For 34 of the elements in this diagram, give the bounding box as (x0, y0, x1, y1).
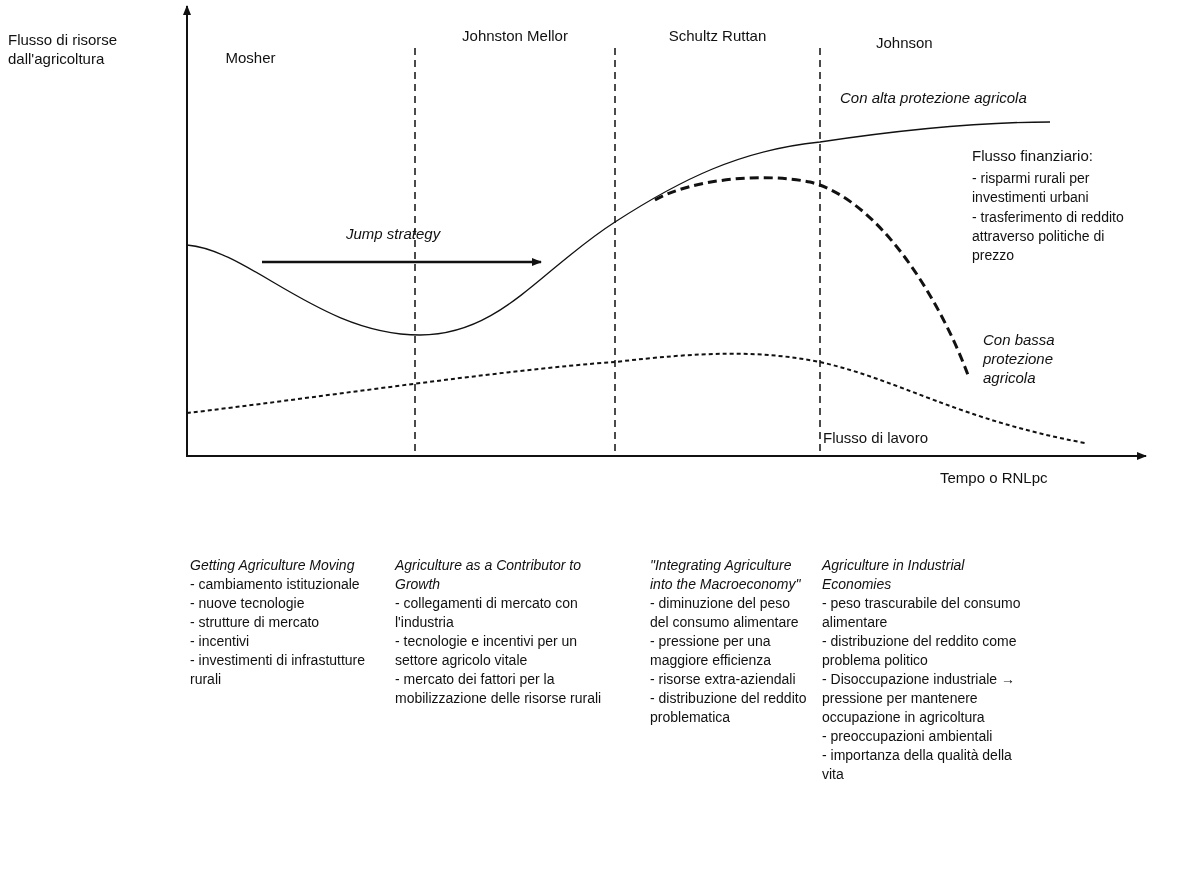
bullet-item: - pressione per una maggiore efficienza (650, 632, 773, 670)
period-label: Mosher (224, 48, 277, 67)
column-heading: Getting Agriculture Moving (190, 556, 356, 575)
period-label: Johnson (876, 33, 933, 52)
bullet-item: - incentivi (190, 632, 251, 651)
bullet-item: - distribuzione del reddito problematica (650, 689, 808, 727)
axis-label: Flusso di risorse dall'agricoltura (8, 30, 119, 68)
bullet-item: - investimenti di infrastutture rurali (190, 651, 367, 689)
note-heading: Flusso finanziario: (972, 146, 1093, 165)
curve-label: Con bassa protezione agricola (983, 330, 1056, 387)
period-label: Schultz Ruttan (667, 26, 768, 45)
bullet-item: - distribuzione del reddito come problema politico (822, 632, 1018, 670)
arrow-label: Jump strategy (346, 224, 441, 243)
bullet-item: - nuove tecnologie (190, 594, 306, 613)
bullet-item: - strutture di mercato (190, 613, 321, 632)
curve-label: Flusso di lavoro (823, 428, 929, 447)
bullet-item: - preoccupazioni ambientali (822, 727, 994, 746)
column-heading: Agriculture as a Contributor to Growth (395, 556, 582, 594)
curve-label: Con alta protezione agricola (840, 88, 1027, 107)
bullet-item: - Disoccupazione industriale → pressione per mantenere occupazione in agricoltura (822, 670, 1016, 727)
column-heading: "Integrating Agriculture into the Macroeconomy" (650, 556, 802, 594)
bullet-item: - peso trascurabile del consumo alimentare (822, 594, 1022, 632)
axis-label: Tempo o RNLpc (940, 468, 1048, 487)
bullet-item: - collegamenti di mercato con l'industria (395, 594, 579, 632)
period-label: Johnston Mellor (461, 26, 569, 45)
bullet-item: - risorse extra-aziendali (650, 670, 797, 689)
bullet-item: - diminuzione del peso del consumo alimentare (650, 594, 800, 632)
note-text: - trasferimento di reddito attraverso politiche di prezzo (972, 208, 1125, 265)
bullet-item: - tecnologie e incentivi per un settore agricolo vitale (395, 632, 579, 670)
bullet-item: - cambiamento istituzionale (190, 575, 361, 594)
bullet-item: - importanza della qualità della vita (822, 746, 1013, 784)
column-heading: Agriculture in Industrial Economies (822, 556, 966, 594)
note-text: - risparmi rurali per investimenti urbani (972, 169, 1091, 207)
bullet-item: - mercato dei fattori per la mobilizzazione delle risorse rurali (395, 670, 603, 708)
